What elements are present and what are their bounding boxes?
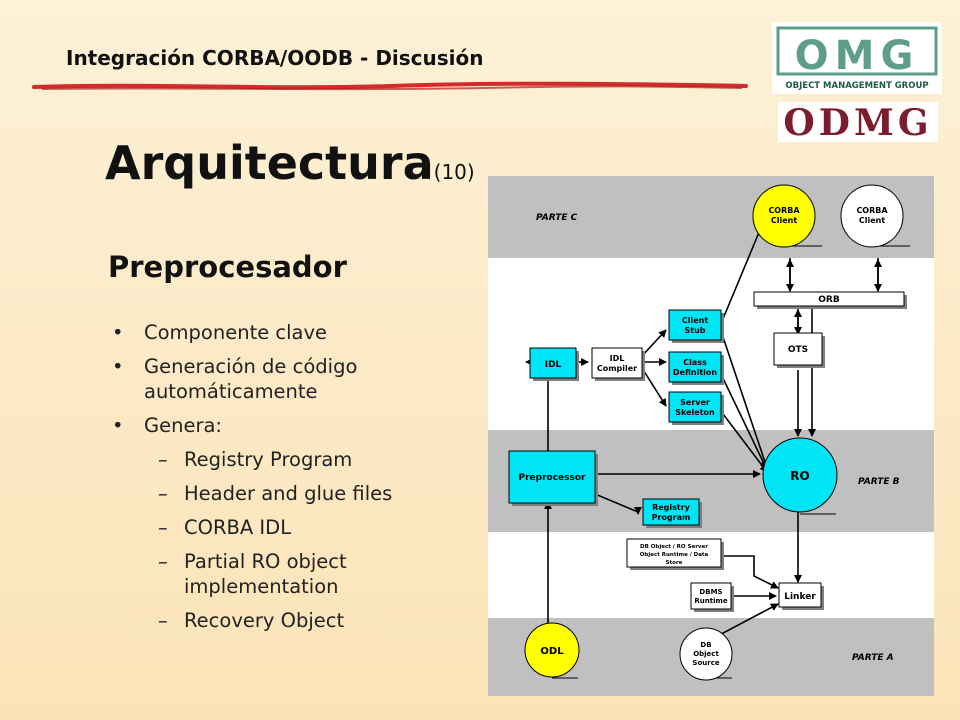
svg-text:Client: Client — [682, 316, 708, 325]
svg-text:Skeleton: Skeleton — [675, 408, 715, 417]
svg-text:ORB: ORB — [818, 295, 840, 305]
svg-text:CORBA: CORBA — [856, 206, 888, 215]
svg-text:Program: Program — [652, 513, 691, 522]
svg-text:ODL: ODL — [540, 646, 564, 657]
svg-text:Store: Store — [666, 560, 683, 566]
title-number: (10) — [433, 160, 475, 184]
slide-header: Integración CORBA/OODB - Discusión — [66, 46, 484, 70]
svg-text:OMG: OMG — [795, 33, 920, 79]
node-client-stub — [668, 309, 722, 341]
sub-bullet-item: –Partial RO object implementation — [158, 550, 347, 598]
sub-bullet-item: –Registry Program — [158, 448, 353, 471]
node-class-definition — [668, 351, 722, 383]
svg-text:Client: Client — [771, 216, 797, 225]
node-ots — [773, 332, 823, 366]
bullet-item: •Generación de código automáticamente — [112, 355, 358, 403]
sub-bullet-item: –Header and glue files — [158, 482, 393, 505]
svg-text:Preprocessor: Preprocessor — [519, 473, 587, 483]
svg-text:CORBA: CORBA — [768, 206, 800, 215]
sub-bullet-item: –CORBA IDL — [158, 516, 292, 539]
node-server-skeleton — [668, 391, 722, 423]
node-db-object-source — [679, 627, 733, 681]
omg-logo: OMG OBJECT MANAGEMENT GROUP — [772, 22, 942, 94]
label-parte-c: PARTE C — [536, 213, 578, 223]
bullet-item: •Componente clave — [112, 321, 328, 344]
svg-text:RO: RO — [790, 469, 809, 483]
svg-text:IDL: IDL — [545, 360, 562, 370]
svg-text:DB Object / RO Server: DB Object / RO Server — [640, 544, 708, 550]
node-dbms-runtime — [690, 582, 732, 610]
slide-title: Arquitectura(10) — [105, 136, 475, 190]
svg-text:Server: Server — [680, 398, 710, 407]
node-registry-program — [642, 498, 700, 526]
svg-text:Client: Client — [859, 216, 885, 225]
node-db-object-runtime — [626, 538, 722, 568]
svg-text:OBJECT MANAGEMENT GROUP: OBJECT MANAGEMENT GROUP — [785, 81, 928, 91]
node-orb — [753, 291, 905, 307]
svg-text:OTS: OTS — [788, 345, 808, 355]
architecture-diagram: PARTE C PARTE B PARTE A — [488, 176, 934, 696]
svg-text:Stub: Stub — [684, 326, 705, 335]
svg-text:Source: Source — [692, 659, 719, 667]
svg-text:Linker: Linker — [784, 592, 816, 602]
svg-text:Object Runtime / Data: Object Runtime / Data — [640, 552, 709, 558]
svg-text:IDL: IDL — [610, 354, 625, 363]
svg-text:Class: Class — [683, 358, 707, 367]
bullet-item: •Genera: — [112, 414, 222, 437]
node-corba-client-1 — [752, 184, 816, 248]
header-rule — [32, 81, 748, 91]
slide-subtitle: Preprocesador — [108, 250, 347, 284]
svg-text:DBMS: DBMS — [699, 588, 722, 596]
title-main: Arquitectura — [105, 136, 434, 190]
node-corba-client-2 — [840, 184, 904, 248]
node-preprocessor — [508, 450, 596, 504]
svg-text:Registry: Registry — [652, 503, 691, 512]
bullet-list: •Componente clave •Generación de código … — [112, 320, 482, 642]
svg-text:DB: DB — [700, 641, 711, 649]
label-parte-a: PARTE A — [852, 653, 894, 663]
odmg-logo: ODMG — [778, 102, 938, 142]
svg-text:Compiler: Compiler — [597, 364, 637, 373]
sub-bullet-item: –Recovery Object — [158, 609, 345, 632]
node-ro — [762, 437, 838, 513]
node-idl — [529, 347, 577, 379]
svg-text:Object: Object — [693, 650, 719, 658]
node-odl — [524, 622, 580, 678]
svg-text:ODMG: ODMG — [783, 102, 932, 142]
svg-text:Definition: Definition — [673, 368, 717, 377]
svg-text:Runtime: Runtime — [694, 597, 727, 605]
label-parte-b: PARTE B — [858, 477, 900, 487]
node-linker — [778, 582, 822, 608]
node-idl-compiler — [591, 347, 643, 379]
